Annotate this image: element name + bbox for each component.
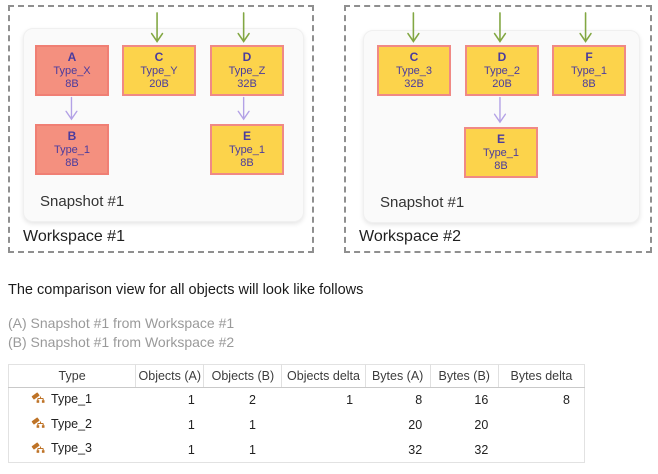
workspace-label: Workspace #1: [23, 228, 125, 245]
bytes-a-value: 20: [408, 418, 423, 432]
column-header-type[interactable]: Type: [8, 364, 136, 388]
node-D: D Type_Z 32B: [210, 45, 284, 96]
node-size: 8B: [494, 159, 508, 172]
column-header-objects-b[interactable]: Objects (B): [203, 364, 282, 388]
node-id: E: [242, 129, 251, 144]
legend-line-b: (B) Snapshot #1 from Workspace #2: [8, 334, 235, 350]
node-B: B Type_1 8B: [35, 124, 109, 175]
node-E: E Type_1 8B: [210, 124, 284, 175]
node-type: Type_1: [228, 143, 266, 156]
objects-b-value: 1: [249, 418, 256, 432]
table-row[interactable]: Type_1 1 2 1 8 16 8: [8, 387, 585, 413]
node-type: Type_1: [53, 143, 91, 156]
bytes-delta-value: [498, 413, 584, 438]
workspace-2: Snapshot #1 C Type_3 32B D Type_2 20B F …: [344, 5, 652, 253]
node-type: Type_3: [395, 64, 433, 77]
node-C: C Type_Y 20B: [122, 45, 196, 96]
bytes-b-value: 16: [474, 393, 489, 408]
node-D: D Type_2 20B: [465, 45, 539, 96]
node-size: 20B: [149, 77, 169, 90]
column-header-bytes-a[interactable]: Bytes (A): [364, 364, 431, 388]
table-header-row: Type Objects (A) Objects (B) Objects del…: [8, 364, 585, 388]
objects-a-value: 1: [187, 418, 195, 432]
snapshot-label: Snapshot #1: [40, 193, 125, 210]
column-header-bytes-delta[interactable]: Bytes delta: [497, 364, 585, 388]
bytes-a-value: 8: [415, 393, 423, 408]
bytes-b-value: 32: [474, 442, 489, 457]
node-id: B: [67, 129, 77, 144]
node-id: D: [497, 50, 507, 65]
legend-line-a: (A) Snapshot #1 from Workspace #1: [8, 315, 235, 331]
node-type: Type_Y: [140, 64, 178, 77]
objects-a-value: 1: [187, 393, 195, 408]
table-row[interactable]: Type_3 1 1 32 32: [8, 437, 585, 463]
table-row[interactable]: Type_2 1 1 20 20: [8, 412, 585, 438]
workspace-label: Workspace #2: [359, 228, 461, 245]
node-F: F Type_1 8B: [552, 45, 626, 96]
type-name: Type_2: [51, 416, 93, 431]
node-type: Type_1: [482, 146, 520, 159]
bytes-b-value: 20: [474, 418, 489, 432]
objects-b-value: 1: [249, 442, 256, 457]
node-size: 8B: [582, 77, 596, 90]
column-header-objects-delta[interactable]: Objects delta: [281, 364, 366, 388]
comparison-caption: The comparison view for all objects will…: [8, 282, 364, 298]
column-header-bytes-b[interactable]: Bytes (B): [429, 364, 499, 388]
type-icon: [31, 392, 45, 404]
node-size: 32B: [237, 77, 257, 90]
node-id: C: [409, 50, 419, 65]
node-E: E Type_1 8B: [464, 127, 538, 178]
node-size: 20B: [492, 77, 512, 90]
type-icon: [31, 442, 45, 453]
objects-delta-value: [282, 413, 365, 438]
node-id: E: [496, 132, 505, 147]
type-name: Type_3: [51, 441, 93, 456]
type-icon: [31, 417, 45, 428]
comparison-table: Type Objects (A) Objects (B) Objects del…: [8, 364, 585, 463]
node-type: Type_X: [53, 64, 91, 77]
node-id: F: [585, 50, 593, 65]
node-id: C: [154, 50, 164, 65]
node-id: A: [67, 50, 77, 65]
node-size: 8B: [65, 156, 79, 169]
node-size: 8B: [65, 77, 79, 90]
node-type: Type_1: [570, 64, 608, 77]
column-header-objects-a[interactable]: Objects (A): [135, 364, 204, 388]
snapshot-legend: (A) Snapshot #1 from Workspace #1 (B) Sn…: [8, 314, 234, 352]
node-type: Type_Z: [228, 64, 266, 77]
objects-b-value: 2: [249, 393, 256, 408]
node-size: 32B: [404, 77, 424, 90]
objects-delta-value: [282, 438, 365, 463]
bytes-delta-value: 8: [563, 393, 570, 408]
bytes-a-value: 32: [408, 442, 423, 457]
node-C: C Type_3 32B: [377, 45, 451, 96]
objects-delta-value: 1: [346, 393, 354, 408]
snapshot-label: Snapshot #1: [380, 194, 465, 211]
bytes-delta-value: [498, 438, 584, 463]
objects-a-value: 1: [187, 442, 195, 457]
type-name: Type_1: [51, 391, 93, 406]
workspace-1: Snapshot #1 A Type_X 8B C Type_Y 20B D T…: [8, 5, 314, 253]
node-size: 8B: [240, 156, 254, 169]
node-A: A Type_X 8B: [35, 45, 109, 96]
node-id: D: [242, 50, 252, 65]
node-type: Type_2: [483, 64, 521, 77]
